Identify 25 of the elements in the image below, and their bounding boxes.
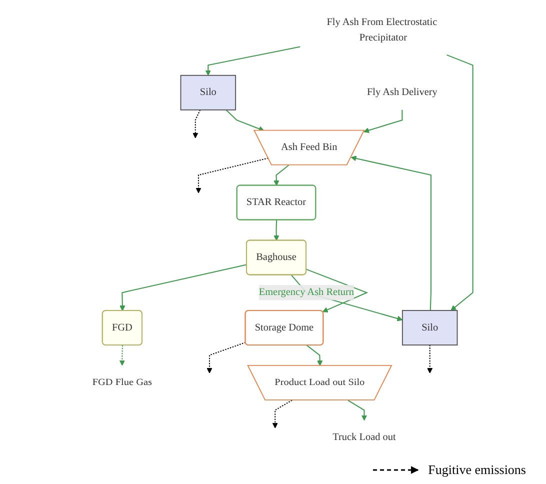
arrow xyxy=(348,400,368,421)
node-box: Silo xyxy=(180,74,236,110)
arrow xyxy=(350,156,432,311)
arrow xyxy=(446,54,474,311)
arrow xyxy=(205,46,300,76)
arrow xyxy=(196,158,268,194)
node-text: FGD Flue Gas xyxy=(92,376,152,388)
arrow xyxy=(274,164,290,186)
arrow xyxy=(274,220,280,241)
node-text: Fly Ash From Electrostatic Precipitator xyxy=(326,16,438,43)
arrow xyxy=(272,400,292,428)
arrow xyxy=(427,345,433,374)
arrow xyxy=(306,268,368,312)
arrow xyxy=(192,110,201,138)
arrow xyxy=(120,264,247,312)
arrow xyxy=(306,344,323,366)
arrow xyxy=(364,110,403,134)
arrow xyxy=(226,110,264,132)
legend-text: Fugitive emissions xyxy=(428,462,526,478)
node-text: Fly Ash Delivery xyxy=(366,86,438,98)
node-box: Silo xyxy=(402,310,458,346)
edge-label: Emergency Ash Return xyxy=(258,286,354,298)
node-text: Truck Load out xyxy=(332,432,396,443)
arrow xyxy=(206,342,246,374)
arrow xyxy=(119,345,125,366)
